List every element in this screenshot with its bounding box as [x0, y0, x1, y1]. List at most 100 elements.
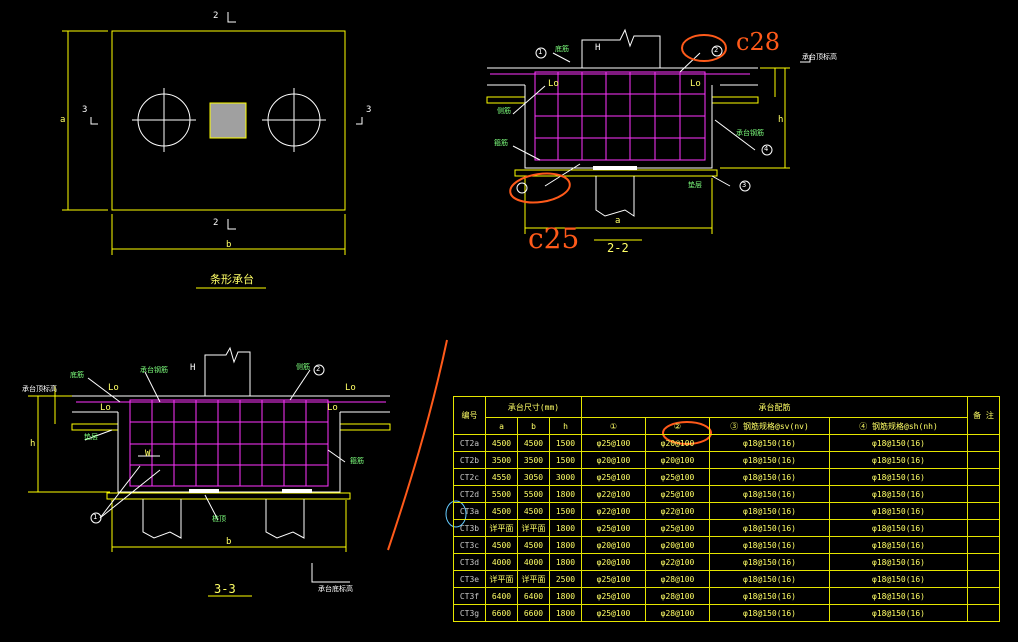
- table-cell-b: 3500: [517, 451, 550, 469]
- table-cell-r3: φ18@150(16): [709, 434, 830, 452]
- header-a: a: [485, 417, 518, 435]
- table-cell-r2: φ25@100: [645, 485, 710, 503]
- table-cell-r3: φ18@150(16): [709, 451, 830, 469]
- header-c2: ②: [645, 417, 710, 435]
- section-22-dim-a: a: [615, 216, 621, 226]
- section-22-note-elev: 承台顶标高: [802, 53, 837, 61]
- table-cell-r4: φ18@150(16): [829, 536, 968, 554]
- section-22-note-cap-rebar: 承台钢筋: [736, 129, 764, 137]
- plan-section-mark-bottom: 2: [213, 218, 219, 228]
- table-cell-remark: [967, 519, 1000, 537]
- plan-dim-b: b: [226, 240, 232, 250]
- table-cell-r4: φ18@150(16): [829, 604, 968, 622]
- table-cell-h: 1500: [549, 451, 582, 469]
- section-2-2: [486, 28, 811, 241]
- table-cell-r3: φ18@150(16): [709, 553, 830, 571]
- table-cell-r1: φ25@100: [581, 519, 646, 537]
- table-cell-r4: φ18@150(16): [829, 570, 968, 588]
- handwritten-note-c28: c28: [736, 28, 780, 56]
- section-33-dim-w: W: [145, 449, 151, 459]
- section-33-note-cap-rebar: 承台钢筋: [140, 366, 168, 374]
- table-cell-r1: φ25@100: [581, 434, 646, 452]
- section-3-3: [28, 346, 391, 597]
- schedule-header-row-2: a b h ① ② ③ 钢筋规格@sv(nv) ④ 钢筋规格@sh(nh): [454, 417, 1000, 435]
- table-cell-r3: φ18@150(16): [709, 485, 830, 503]
- table-cell-h: 1800: [549, 519, 582, 537]
- pile-left: [132, 88, 196, 152]
- handwritten-note-c25: c25: [528, 222, 580, 255]
- table-cell-b: 5500: [517, 485, 550, 503]
- table-cell-h: 1800: [549, 587, 582, 605]
- table-cell-id: CT3c: [453, 536, 486, 554]
- schedule-header-row-1: 编号 承台尺寸(mm) 承台配筋 备 注: [453, 396, 1000, 435]
- table-cell-b: 3050: [517, 468, 550, 486]
- cap-outline: [111, 30, 346, 211]
- table-cell-h: 1500: [549, 434, 582, 452]
- table-cell-r2: φ20@100: [645, 434, 710, 452]
- table-cell-remark: [967, 502, 1000, 520]
- table-cell-r4: φ18@150(16): [829, 451, 968, 469]
- table-cell-r2: φ28@100: [645, 587, 710, 605]
- table-cell-remark: [967, 468, 1000, 486]
- section-33-lo-top-right: Lo: [345, 383, 356, 393]
- table-cell-b: 4500: [517, 434, 550, 452]
- header-c4: ④ 钢筋规格@sh(nh): [829, 417, 968, 435]
- table-cell-r4: φ18@150(16): [829, 434, 968, 452]
- section-22-lo-left: Lo: [548, 79, 559, 89]
- table-cell-id: CT2a: [453, 434, 486, 452]
- table-cell-b: 详平面: [517, 570, 550, 588]
- table-cell-h: 1800: [549, 485, 582, 503]
- section-22-note-bottom-rebar: 底筋: [555, 45, 569, 53]
- table-cell-r2: φ22@100: [645, 502, 710, 520]
- table-cell-id: CT3e: [453, 570, 486, 588]
- table-cell-r3: φ18@150(16): [709, 587, 830, 605]
- table-cell-a: 3500: [485, 451, 518, 469]
- pile-right: [262, 88, 326, 152]
- table-cell-b: 4500: [517, 502, 550, 520]
- section-22-note-side-rebar: 侧筋: [497, 107, 511, 115]
- column: [209, 102, 247, 139]
- table-cell-id: CT2b: [453, 451, 486, 469]
- section-22-h-mark: H: [595, 43, 601, 53]
- table-cell-r2: φ28@100: [645, 604, 710, 622]
- plan-section-mark-right: 3: [366, 105, 372, 115]
- header-dims: 承台尺寸(mm): [485, 396, 582, 418]
- rebar-schedule-table: 编号 承台尺寸(mm) 承台配筋 备 注 a b h ① ② ③ 钢筋规格@sv…: [453, 396, 1000, 622]
- header-remark: 备 注: [967, 396, 1000, 435]
- table-cell-b: 6400: [517, 587, 550, 605]
- table-cell-h: 1500: [549, 502, 582, 520]
- section-22-lo-right: Lo: [690, 79, 701, 89]
- section-33-lo-top-left: Lo: [108, 383, 119, 393]
- plan-dim-a: a: [60, 115, 66, 125]
- section-22-dim-h: h: [778, 115, 784, 125]
- table-cell-remark: [967, 434, 1000, 452]
- table-cell-r2: φ20@100: [645, 536, 710, 554]
- section-22-note-stirrup: 箍筋: [494, 139, 508, 147]
- table-cell-remark: [967, 485, 1000, 503]
- section-33-circle-1: 1: [93, 513, 98, 521]
- table-cell-h: 1800: [549, 604, 582, 622]
- table-cell-remark: [967, 553, 1000, 571]
- plan-section-mark-top: 2: [213, 11, 219, 21]
- table-cell-r4: φ18@150(16): [829, 553, 968, 571]
- table-cell-a: 4000: [485, 553, 518, 571]
- section-33-dim-b: b: [226, 537, 232, 547]
- table-cell-r1: φ25@100: [581, 587, 646, 605]
- header-id: 编号: [453, 396, 486, 435]
- table-cell-r2: φ25@100: [645, 519, 710, 537]
- plan-title: 条形承台: [210, 273, 254, 286]
- section-33-note-pile-cover: 桩顶: [212, 515, 226, 523]
- header-rebar: 承台配筋: [581, 396, 968, 418]
- plan-view: [62, 12, 363, 289]
- table-cell-r1: φ25@100: [581, 570, 646, 588]
- rebar-grid-33: [76, 399, 386, 487]
